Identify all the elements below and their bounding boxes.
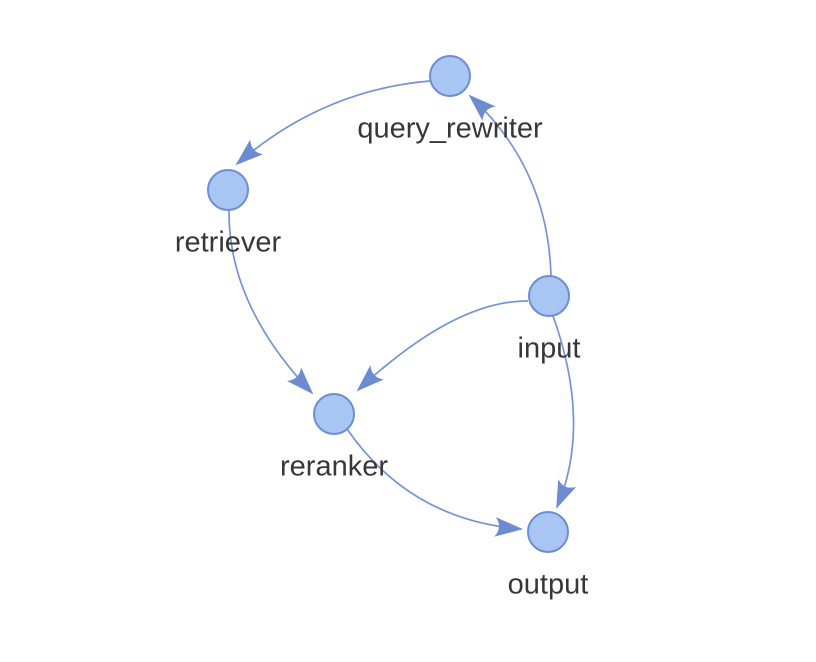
- node-query_rewriter[interactable]: [429, 55, 471, 97]
- node-label-input: input: [518, 333, 581, 365]
- node-label-retriever: retriever: [175, 227, 282, 259]
- node-input[interactable]: [528, 275, 570, 317]
- node-reranker[interactable]: [313, 393, 355, 435]
- node-label-query_rewriter: query_rewriter: [357, 113, 543, 145]
- edge-input-to-reranker: [356, 300, 529, 392]
- node-label-reranker: reranker: [280, 451, 388, 483]
- node-label-output: output: [508, 569, 589, 601]
- node-output[interactable]: [527, 511, 569, 553]
- node-retriever[interactable]: [207, 169, 249, 211]
- nodes-layer: [207, 55, 570, 553]
- labels-layer: query_rewriter retriever input reranker outp…: [175, 113, 589, 601]
